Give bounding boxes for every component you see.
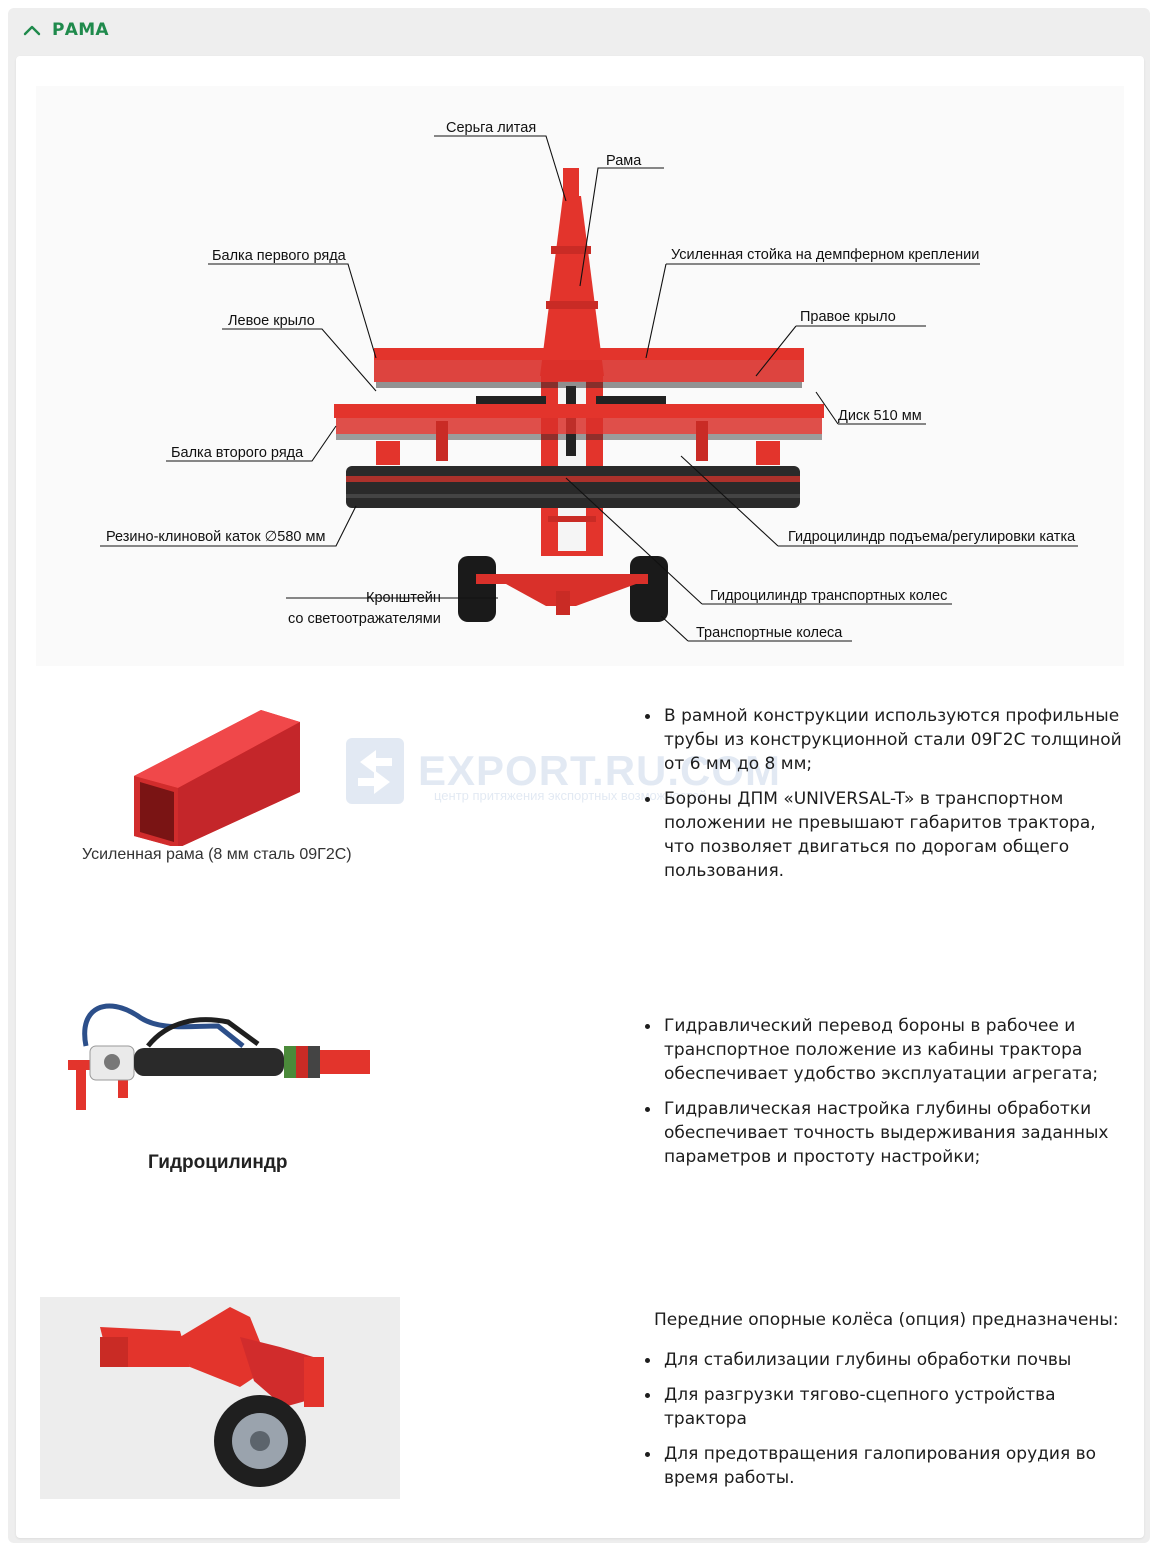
label-katok: Резино-клиновой каток ∅580 мм — [106, 529, 325, 545]
label-gidro-kolesa: Гидроцилиндр транспортных колес — [710, 588, 947, 604]
second-row-beam — [334, 404, 824, 465]
chevron-up-icon — [23, 25, 41, 36]
list-item: Гидравлическая настройка глубины обработ… — [642, 1097, 1122, 1169]
accordion-rama: РАМА — [8, 8, 1150, 1543]
first-row-beam — [374, 348, 804, 404]
accordion-panel: Серьга литая Рама Балка первого ряда Уси… — [16, 56, 1144, 1538]
steel-profile-image — [126, 696, 306, 848]
caption-frame: Усиленная рама (8 мм сталь 09Г2С) — [82, 846, 352, 863]
export-logo-icon — [346, 738, 404, 804]
list-item: Для предотвращения галопирования орудия … — [642, 1442, 1122, 1490]
label-kronshtein-2: со светоотражателями — [288, 611, 441, 627]
transport-wheels — [458, 556, 668, 622]
label-kolesa: Транспортные колеса — [696, 625, 843, 641]
accordion-header[interactable]: РАМА — [8, 8, 1150, 52]
label-balka2: Балка второго ряда — [171, 445, 304, 461]
label-pravoe-krylo: Правое крыло — [800, 309, 896, 325]
caption-hydro: Гидроцилиндр — [148, 1152, 288, 1173]
label-rama: Рама — [606, 153, 642, 169]
accordion-title: РАМА — [52, 20, 109, 40]
label-gidro-katok: Гидроцилиндр подъема/регулировки катка — [788, 529, 1076, 545]
label-stoika: Усиленная стойка на демпферном креплении — [671, 247, 979, 263]
label-kronshtein-1: Кронштейн — [366, 590, 441, 606]
list-item: Гидравлический перевод бороны в рабочее … — [642, 1014, 1122, 1086]
label-balka1: Балка первого ряда — [212, 248, 347, 264]
rubber-roller — [346, 466, 800, 508]
label-serga: Серьга литая — [446, 120, 536, 136]
hydro-features: Гидравлический перевод бороны в рабочее … — [642, 1014, 1122, 1180]
hydraulic-cylinder-image — [68, 986, 398, 1126]
label-levoe-krylo: Левое крыло — [228, 313, 315, 329]
frame-features: В рамной конструкции используются профил… — [642, 704, 1122, 894]
front-wheel-features: Передние опорные колёса (опция) предназн… — [642, 1308, 1122, 1501]
front-wheel-intro: Передние опорные колёса (опция) предназн… — [654, 1310, 1119, 1330]
front-wheel-image — [40, 1297, 400, 1499]
list-item: Бороны ДПМ «UNIVERSAL-T» в транспортном … — [642, 787, 1122, 883]
list-item: Для разгрузки тягово-сцепного устройства… — [642, 1383, 1122, 1431]
list-item: В рамной конструкции используются профил… — [642, 704, 1122, 776]
list-item: Для стабилизации глубины обработки почвы — [642, 1348, 1122, 1372]
label-disk: Диск 510 мм — [838, 408, 922, 424]
harrow-diagram: Серьга литая Рама Балка первого ряда Уси… — [36, 86, 1124, 666]
